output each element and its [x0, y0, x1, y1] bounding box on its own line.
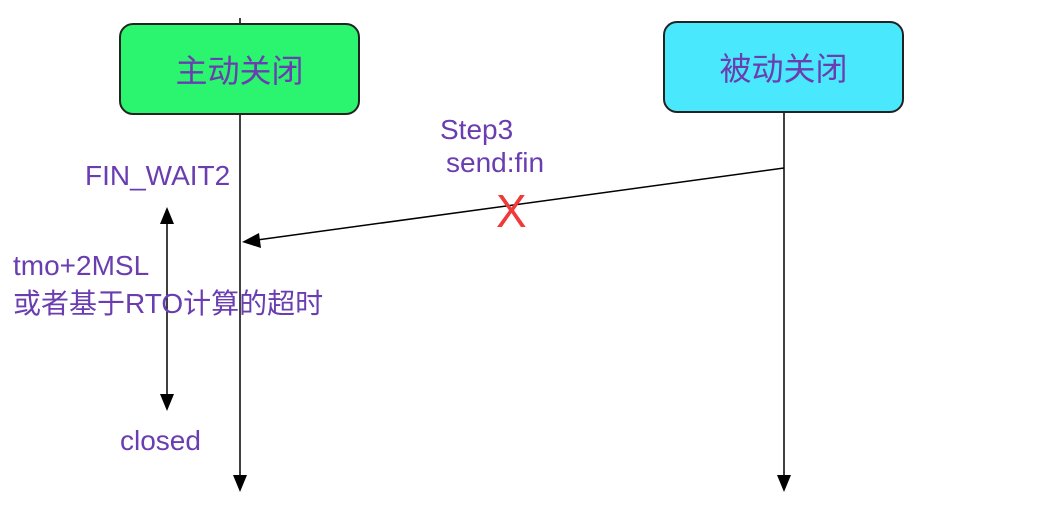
send-fin-label: send:fin: [446, 147, 545, 178]
passive-lifeline-arrowhead: [777, 475, 791, 492]
passive-close-box: 被动关闭: [663, 21, 904, 113]
passive-close-label: 被动关闭: [719, 51, 848, 87]
fin-message-arrowhead: [242, 233, 261, 248]
timeout-label-line2: 或者基于RTO计算的超时: [13, 288, 324, 319]
active-close-box: 主动关闭: [119, 23, 360, 115]
timeout-arrow-top-head: [160, 207, 174, 224]
timeout-arrow-bottom-head: [160, 394, 174, 411]
step-label: Step3: [440, 114, 514, 145]
fin-wait2-state-label: FIN_WAIT2: [85, 160, 231, 191]
active-lifeline-arrowhead: [233, 475, 247, 492]
lost-packet-mark: X: [496, 185, 527, 237]
active-close-label: 主动关闭: [175, 53, 304, 89]
fin-message-arrow: [256, 167, 785, 241]
timeout-label-line1: tmo+2MSL: [13, 250, 150, 281]
closed-state-label: closed: [120, 425, 201, 456]
